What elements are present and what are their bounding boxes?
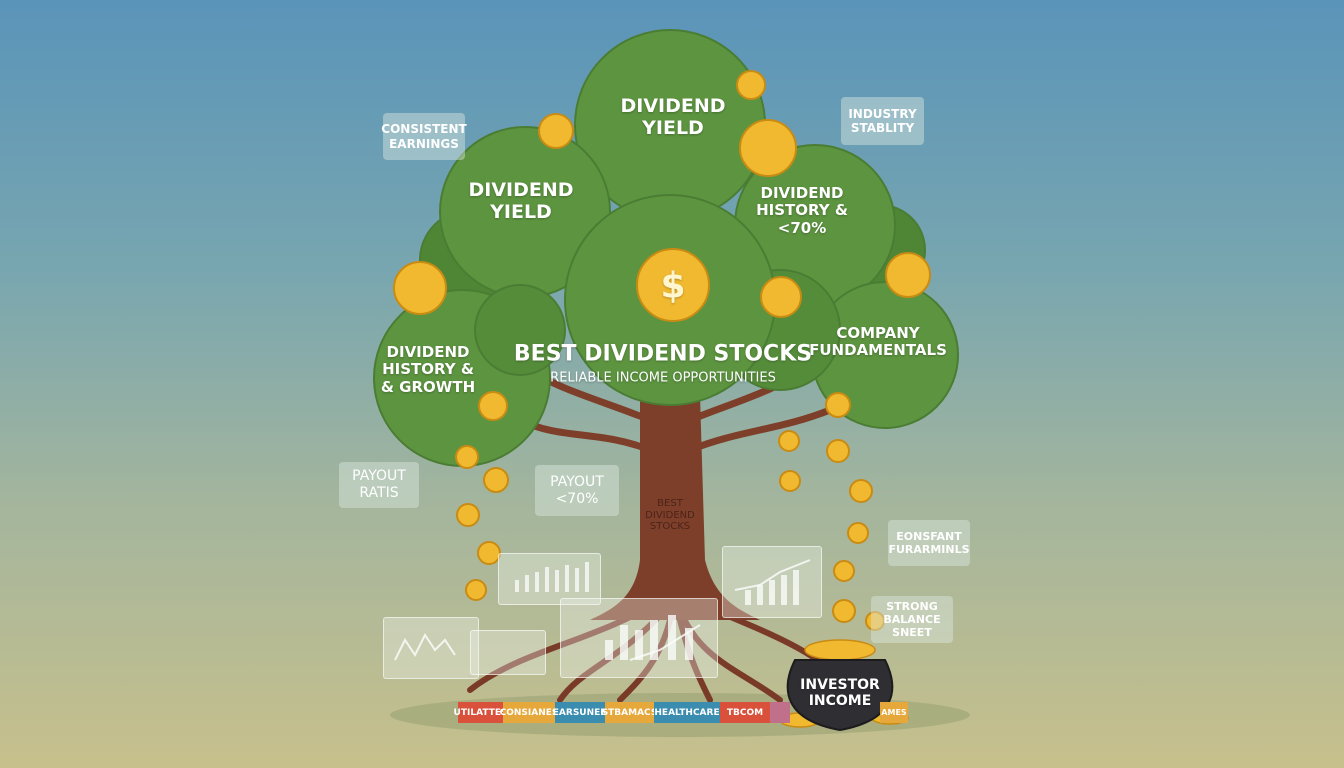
tree-trunk bbox=[590, 395, 760, 620]
coins bbox=[393, 70, 931, 631]
trend-arrows bbox=[394, 559, 811, 661]
sector-consumer: CONSIANES bbox=[500, 702, 558, 723]
chart-panel bbox=[383, 617, 479, 679]
chart-panel bbox=[722, 546, 822, 618]
sector-telecom: TBCOM bbox=[720, 702, 770, 723]
pot bbox=[786, 659, 894, 732]
sector-earsuner: EARSUNER bbox=[553, 702, 607, 723]
callout-payout-70: PAYOUT<70% bbox=[535, 465, 619, 516]
chart-panel bbox=[560, 598, 718, 678]
sector-stbamacs: STBAMACS bbox=[602, 702, 657, 723]
chart-panel bbox=[470, 630, 546, 675]
coin-symbol: $ bbox=[660, 265, 686, 307]
sector-utilities: UTILATTES bbox=[454, 702, 507, 723]
page-subtitle: RELIABLE INCOME OPPORTUNITIES bbox=[550, 370, 776, 386]
sector-healthcare: HEALTHCARE bbox=[654, 702, 720, 723]
sector-ames: AMES bbox=[880, 702, 908, 723]
chart-panel bbox=[498, 553, 601, 605]
sector-pink bbox=[770, 702, 790, 723]
page-title: BEST DIVIDEND STOCKS bbox=[513, 341, 813, 367]
chart-bars bbox=[515, 562, 799, 660]
